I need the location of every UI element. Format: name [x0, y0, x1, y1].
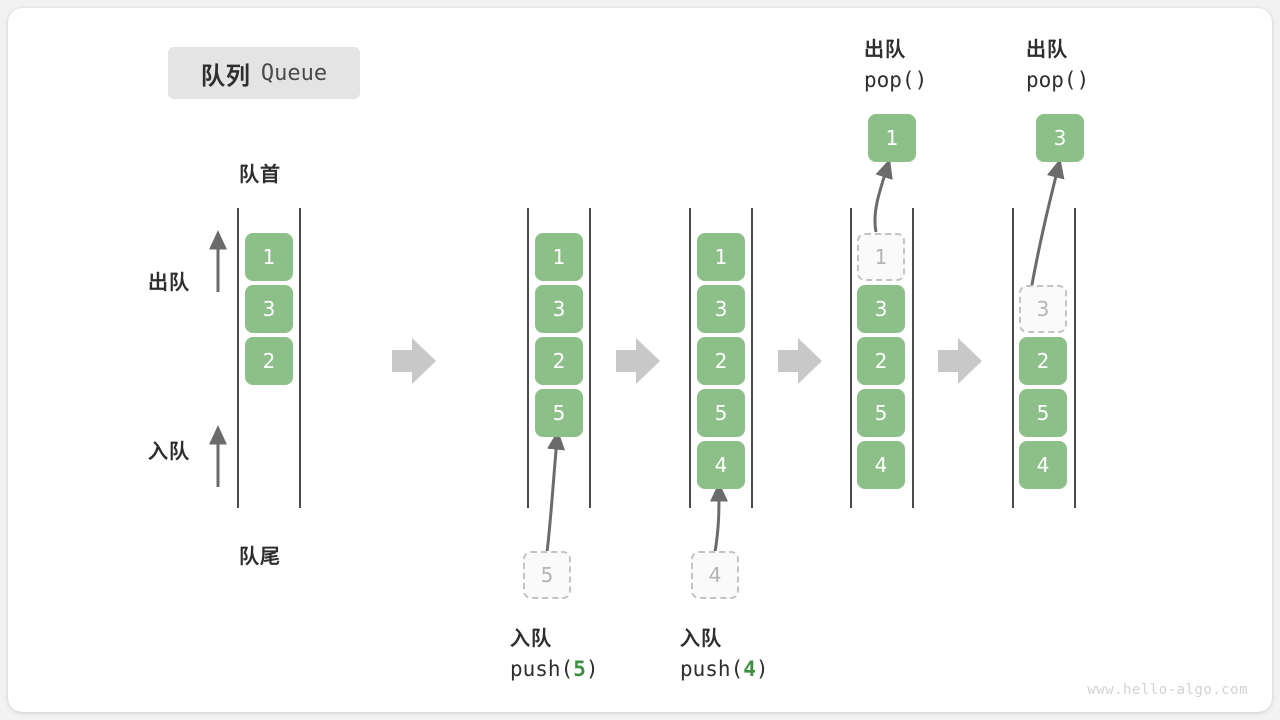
- queue-cell: 2: [535, 337, 583, 385]
- caption-dequeue-3-cn: 出队: [1026, 39, 1068, 61]
- queue-cell: 2: [857, 337, 905, 385]
- caption-push-5-code: push(5): [510, 657, 599, 681]
- queue-cell: 4: [1019, 441, 1067, 489]
- queue-cell: 1: [245, 233, 293, 281]
- label-tail: 队尾: [239, 546, 281, 568]
- queue-cell: 2: [697, 337, 745, 385]
- label-enqueue-direction: 入队: [148, 441, 190, 463]
- queue-cell-new: 4: [697, 441, 745, 489]
- ghost-cell-push-5: 5: [523, 551, 571, 599]
- caption-enqueue-4-cn: 入队: [680, 628, 722, 650]
- queue-cell: 1: [697, 233, 745, 281]
- ghost-cell-pop-3: 3: [1019, 285, 1067, 333]
- queue-cell: 3: [535, 285, 583, 333]
- queue-cell: 5: [1019, 389, 1067, 437]
- watermark: www.hello-algo.com: [1087, 682, 1248, 698]
- queue-cell: 3: [245, 285, 293, 333]
- caption-push-4-code: push(4): [680, 657, 769, 681]
- queue-cell: 5: [857, 389, 905, 437]
- label-head: 队首: [239, 164, 281, 186]
- popped-cell-3: 3: [1036, 114, 1084, 162]
- caption-dequeue-1-cn: 出队: [864, 39, 906, 61]
- figure-title-cn: 队列: [200, 62, 251, 90]
- caption-pop-1-code: pop(): [864, 68, 928, 92]
- ghost-cell-pop-1: 1: [857, 233, 905, 281]
- queue-cell: 3: [697, 285, 745, 333]
- figure-title-en: Queue: [260, 60, 328, 86]
- caption-enqueue-5-cn: 入队: [510, 628, 552, 650]
- queue-cell: 2: [1019, 337, 1067, 385]
- queue-cell: 2: [245, 337, 293, 385]
- queue-cell: 3: [857, 285, 905, 333]
- queue-cell: 4: [857, 441, 905, 489]
- figure-title-badge: 队列 Queue: [168, 47, 360, 99]
- ghost-cell-push-4: 4: [691, 551, 739, 599]
- label-dequeue-direction: 出队: [148, 272, 190, 294]
- caption-pop-3-code: pop(): [1026, 68, 1090, 92]
- queue-cell: 1: [535, 233, 583, 281]
- queue-cell: 5: [697, 389, 745, 437]
- popped-cell-1: 1: [868, 114, 916, 162]
- queue-cell-new: 5: [535, 389, 583, 437]
